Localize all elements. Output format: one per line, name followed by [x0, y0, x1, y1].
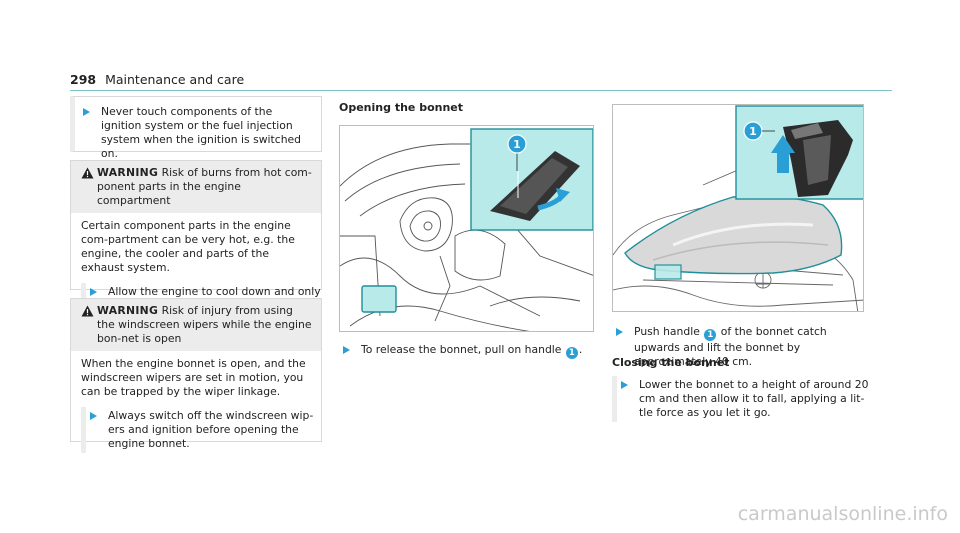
- warning-step-text: Always switch off the windscreen wip-ers…: [108, 409, 314, 450]
- callout-badge: 1: [704, 329, 717, 341]
- site-watermark: carmanualsonline.info: [737, 503, 948, 525]
- page-header: 298 Maintenance and care: [70, 72, 244, 87]
- opening-title: Opening the bonnet: [339, 101, 464, 114]
- warning-body: When the engine bonnet is open, and the …: [81, 357, 306, 398]
- closing-step-text: Lower the bonnet to a height of around 2…: [639, 378, 869, 419]
- step-arrow-icon: [339, 343, 361, 359]
- tip-step: Never touch components of the ignition s…: [79, 105, 313, 161]
- warning-step: Always switch off the windscreen wip-ers…: [81, 407, 321, 453]
- step-arrow-icon: [86, 285, 108, 327]
- closing-step: Lower the bonnet to a height of around 2…: [612, 376, 872, 422]
- warning-header: WARNING Risk of injury from using the wi…: [71, 299, 321, 351]
- step-arrow-icon: [86, 409, 108, 451]
- warning-wipers-box: WARNING Risk of injury from using the wi…: [70, 298, 322, 453]
- callout-badge: 1: [565, 347, 578, 359]
- raise-step-prefix: Push handle: [634, 325, 700, 338]
- page-number: 298: [70, 72, 97, 87]
- tip-step-text: Never touch components of the ignition s…: [101, 105, 302, 160]
- callout-1-label: 1: [749, 125, 757, 138]
- closing-title: Closing the bonnet: [612, 356, 730, 369]
- bonnet-lift-illustration: 1: [612, 104, 864, 312]
- step-arrow-icon: [617, 378, 639, 420]
- warning-label: WARNING: [97, 304, 159, 317]
- step-arrow-icon: [79, 105, 101, 161]
- bonnet-release-illustration: 1: [339, 125, 594, 332]
- warning-label: WARNING: [97, 166, 159, 179]
- warning-triangle-icon: [81, 305, 97, 346]
- step-arrow-icon: [612, 325, 634, 369]
- raise-step-text: of the bonnet catch upwards and lift the…: [634, 325, 827, 368]
- opening-step-text: To release the bonnet, pull on handle: [361, 343, 562, 356]
- section-title: Maintenance and care: [105, 72, 245, 87]
- opening-step-suffix: .: [578, 343, 583, 356]
- ignition-tip-box: Never touch components of the ignition s…: [70, 96, 322, 160]
- warning-title: Risk of injury from using the windscreen…: [97, 304, 312, 345]
- warning-body: Certain component parts in the engine co…: [81, 219, 295, 274]
- raise-step: Push handle 1 of the bonnet catch upward…: [612, 325, 872, 369]
- warning-burns-box: WARNING Risk of burns from hot com-ponen…: [70, 160, 322, 329]
- warning-triangle-icon: [81, 167, 97, 208]
- warning-title: Risk of burns from hot com-ponent parts …: [97, 166, 312, 207]
- callout-1-label: 1: [513, 138, 521, 151]
- opening-step: To release the bonnet, pull on handle 1.: [339, 343, 599, 359]
- header-rule: [70, 90, 892, 91]
- warning-header: WARNING Risk of burns from hot com-ponen…: [71, 161, 321, 213]
